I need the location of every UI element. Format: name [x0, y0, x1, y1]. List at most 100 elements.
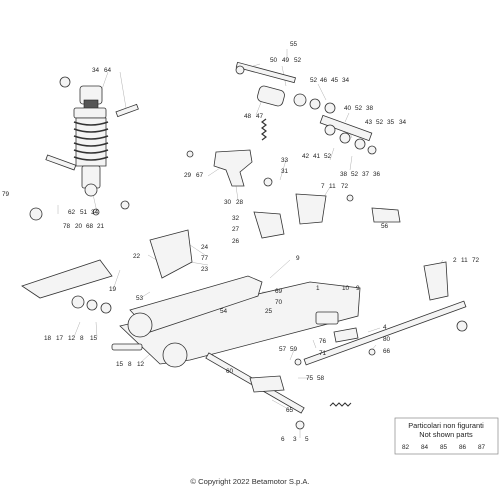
callout-label: 76	[319, 338, 327, 345]
callout-label: 62	[68, 209, 76, 216]
callout-label: 51	[80, 209, 88, 216]
callout-label: 7	[321, 183, 325, 190]
callout-label: 72	[341, 183, 349, 190]
callout-label: 9	[296, 255, 300, 262]
callout-label: 8	[128, 361, 132, 368]
callout-label: 34	[399, 119, 407, 126]
callout-label: 52	[355, 105, 363, 112]
callout-label: 41	[313, 153, 321, 160]
callout-label: 12	[137, 361, 145, 368]
callout-label: 80	[383, 336, 391, 343]
callout-label: 18	[44, 335, 52, 342]
callout-label: 11	[461, 257, 468, 264]
note-part-number: 87	[478, 444, 486, 451]
callout-label: 34	[342, 77, 350, 84]
callout-label: 59	[290, 346, 298, 353]
callout-label: 65	[286, 407, 294, 414]
note-line-2: Not shown parts	[419, 430, 473, 439]
callout-label: 26	[232, 238, 240, 245]
callout-label: 45	[331, 77, 339, 84]
callout-label: 68	[86, 223, 94, 230]
callout-label: 79	[2, 191, 10, 198]
callout-label: 25	[265, 308, 273, 315]
callout-label: 33	[281, 157, 289, 164]
callout-label: 23	[201, 266, 209, 273]
callout-label: 50	[270, 57, 278, 64]
callout-label: 46	[320, 77, 328, 84]
callout-label: 71	[319, 350, 327, 357]
callout-label: 31	[281, 168, 289, 175]
callout-label: 52	[310, 77, 318, 84]
callout-label: 69	[275, 288, 283, 295]
callout-label: 49	[282, 57, 290, 64]
callout-label: 66	[383, 348, 391, 355]
callout-label: 3	[293, 436, 297, 443]
callout-label: 52	[376, 119, 384, 126]
callout-label: 4	[383, 324, 387, 331]
callout-label: 19	[109, 286, 117, 293]
note-part-number: 82	[402, 444, 410, 451]
callout-label: 5	[305, 436, 309, 443]
callout-label: 42	[302, 153, 310, 160]
note-part-number: 84	[421, 444, 429, 451]
callout-label: 15	[90, 335, 98, 342]
callout-label: 38	[366, 105, 374, 112]
callout-label: 9	[356, 285, 360, 292]
note-part-number: 86	[459, 444, 467, 451]
chain-slider	[21, 207, 113, 299]
callout-label: 52	[324, 153, 332, 160]
callout-label: 37	[362, 171, 370, 178]
callout-label: 70	[275, 299, 283, 306]
callout-label: 43	[365, 119, 373, 126]
callout-label: 52	[294, 57, 302, 64]
callout-label: 32	[232, 215, 240, 222]
callout-label: 53	[136, 295, 144, 302]
callout-label: 54	[220, 308, 228, 315]
callout-labels: 55 50 49 52 52 46 45 34 40 52 38 43 52 3…	[2, 41, 480, 443]
callout-label: 47	[256, 113, 264, 120]
callout-label: 38	[340, 171, 348, 178]
callout-label: 40	[344, 105, 352, 112]
callout-label: 17	[56, 335, 64, 342]
callout-label: 56	[381, 223, 389, 230]
callout-label: 64	[104, 67, 112, 74]
callout-label: 12	[68, 335, 76, 342]
callout-label: 28	[236, 199, 244, 206]
callout-label: 22	[133, 253, 141, 260]
callout-label: 72	[472, 257, 480, 264]
linkage-top	[186, 61, 377, 187]
callout-label: 34	[91, 209, 99, 216]
callout-label: 30	[224, 199, 232, 206]
callout-label: 35	[387, 119, 395, 126]
callout-label: 8	[80, 335, 84, 342]
callout-label: 60	[226, 368, 234, 375]
callout-label: 58	[317, 375, 325, 382]
callout-label: 77	[201, 255, 209, 262]
callout-label: 78	[63, 223, 71, 230]
not-shown-parts-box: Particolari non figuranti Not shown part…	[394, 417, 499, 455]
callout-label: 1	[316, 285, 320, 292]
callout-label: 67	[196, 172, 204, 179]
callout-label: 21	[97, 223, 105, 230]
callout-label: 36	[373, 171, 381, 178]
callout-label: 29	[184, 172, 192, 179]
callout-label: 27	[232, 226, 240, 233]
callout-label: 11	[329, 183, 336, 190]
callout-label: 34	[92, 67, 100, 74]
callout-label: 48	[244, 113, 252, 120]
callout-label: 6	[281, 436, 285, 443]
swingarm	[119, 229, 361, 368]
note-line-1: Particolari non figuranti	[408, 421, 484, 430]
callout-label: 24	[201, 244, 209, 251]
pivot-bearings	[71, 295, 143, 351]
callout-label: 75	[306, 375, 314, 382]
callout-label: 57	[279, 346, 287, 353]
callout-label: 2	[453, 257, 457, 264]
callout-label: 15	[116, 361, 124, 368]
callout-label: 55	[290, 41, 298, 48]
callout-label: 52	[351, 171, 359, 178]
brackets-right	[253, 193, 449, 301]
rear-shock-absorber	[45, 76, 139, 210]
callout-label: 10	[342, 285, 350, 292]
